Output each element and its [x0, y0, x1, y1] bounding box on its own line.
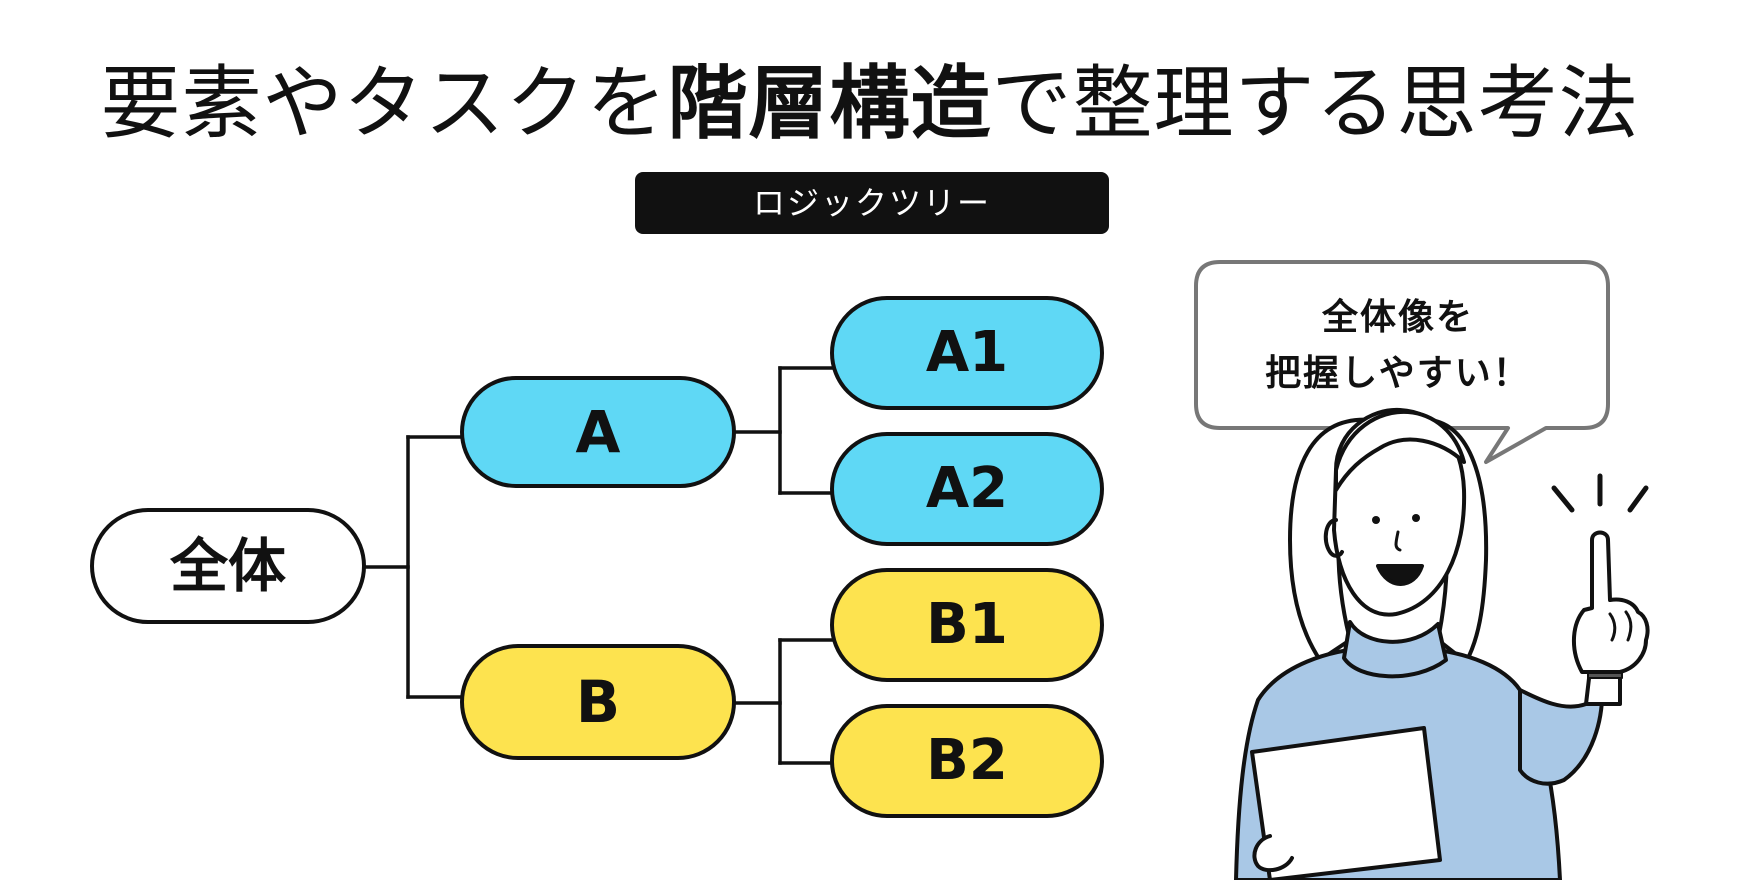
mouth	[1376, 564, 1424, 586]
pointing-hand	[1571, 530, 1650, 674]
hair-fringe	[1334, 409, 1466, 492]
tree-node-b2: B2	[830, 704, 1104, 818]
tree-node-root: 全体	[90, 508, 366, 624]
raised-arm-sleeve	[1518, 682, 1605, 786]
left-eye	[1372, 516, 1380, 524]
tree-node-b1: B1	[830, 568, 1104, 682]
tree-node-a: A	[460, 376, 736, 488]
title-emphasis: 階層構造	[667, 57, 992, 150]
emphasis-mark-left	[1551, 485, 1575, 513]
finger-fold-2	[1624, 610, 1633, 642]
speech-bubble-line-2: 把握しやすい！	[1265, 353, 1531, 394]
logic-tree-label: ロジックツリー	[635, 172, 1109, 234]
page-title: 要素やタスクを階層構造で整理する思考法	[0, 56, 1740, 152]
face	[1332, 407, 1467, 617]
tree-node-a2: A2	[830, 432, 1104, 546]
emphasis-mark-right	[1627, 485, 1649, 513]
ear	[1323, 518, 1344, 558]
tree-node-b: B	[460, 644, 736, 760]
speech-bubble-text: 全体像を 把握しやすい！	[1198, 290, 1598, 402]
tree-node-a1: A1	[830, 296, 1104, 410]
finger-fold-1	[1608, 612, 1617, 642]
title-part-2: で整理する思考法	[991, 57, 1640, 150]
title-part-1: 要素やタスクを	[100, 57, 668, 150]
left-hand	[1252, 834, 1294, 873]
nose	[1394, 530, 1402, 552]
right-eye	[1412, 514, 1420, 522]
speech-bubble-line-1: 全体像を	[1321, 297, 1474, 338]
collar	[1342, 620, 1448, 679]
